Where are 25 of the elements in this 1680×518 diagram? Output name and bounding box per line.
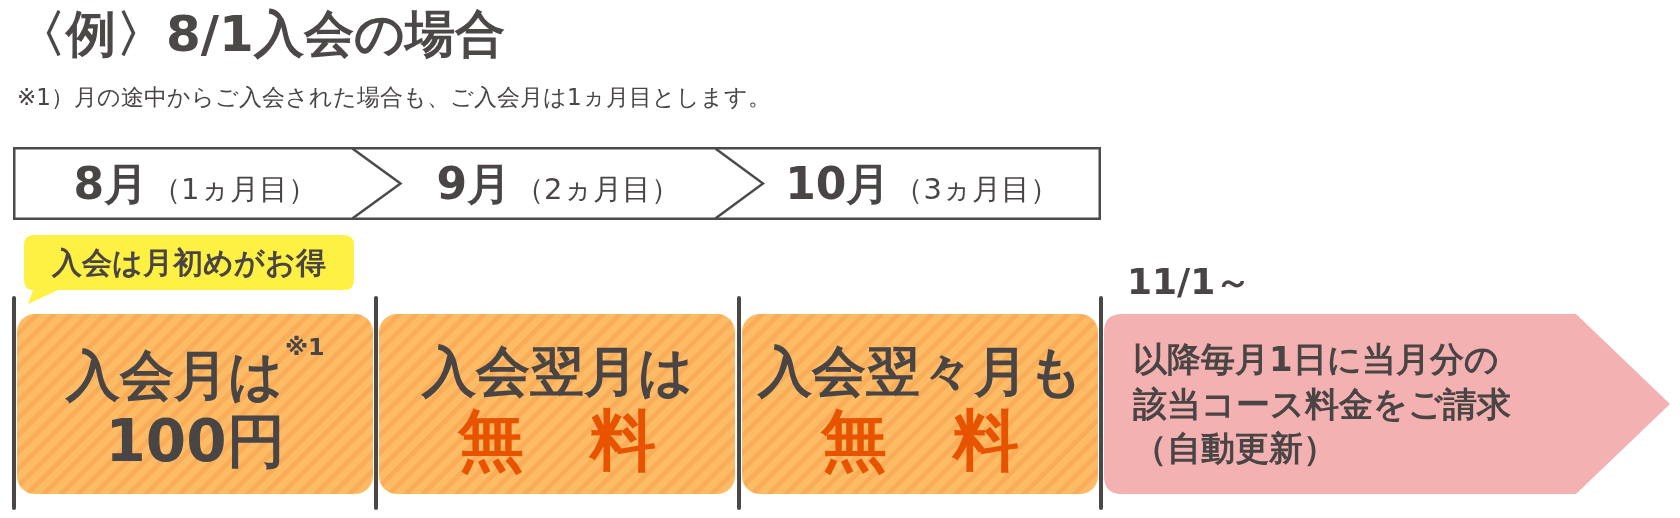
month-step xyxy=(13,147,402,220)
panel-heading: 入会翌月は xyxy=(421,338,693,405)
panel-heading: 入会月は$^{※1}$ xyxy=(65,334,325,409)
month-label: 9月 xyxy=(436,161,512,206)
panel-highlight: 無 料 xyxy=(821,404,1019,479)
panel-highlight: 100円 xyxy=(105,408,285,474)
month-count-label: （1ヵ月目） xyxy=(152,174,317,204)
period-panel xyxy=(742,314,1098,494)
billing-text: 以降毎月1日に当月分の該当コース料金をご請求（自動更新） xyxy=(1133,337,1512,471)
panel-heading: 入会翌々月も xyxy=(757,338,1083,405)
period-panel xyxy=(379,314,735,494)
month-label: 8月 xyxy=(73,161,149,206)
bubble-text: 入会は月初めがお得 xyxy=(52,246,326,279)
period-panel xyxy=(17,314,373,494)
month-count-label: （2ヵ月目） xyxy=(515,174,680,204)
billing-arrow xyxy=(1104,314,1670,494)
speech-bubble xyxy=(24,235,354,305)
month-label: 10月 xyxy=(785,161,891,206)
date-label: 11/1～ xyxy=(1127,262,1252,302)
footnote-text: ※1）月の途中からご入会された場合も、ご入会月は1ヵ月目とします。 xyxy=(17,83,771,112)
panel-highlight: 無 料 xyxy=(458,404,656,479)
month-count-label: （3ヵ月目） xyxy=(894,174,1059,204)
title: 〈例〉8/1入会の場合 xyxy=(16,4,505,64)
month-step xyxy=(715,147,1101,220)
month-step xyxy=(352,147,764,220)
